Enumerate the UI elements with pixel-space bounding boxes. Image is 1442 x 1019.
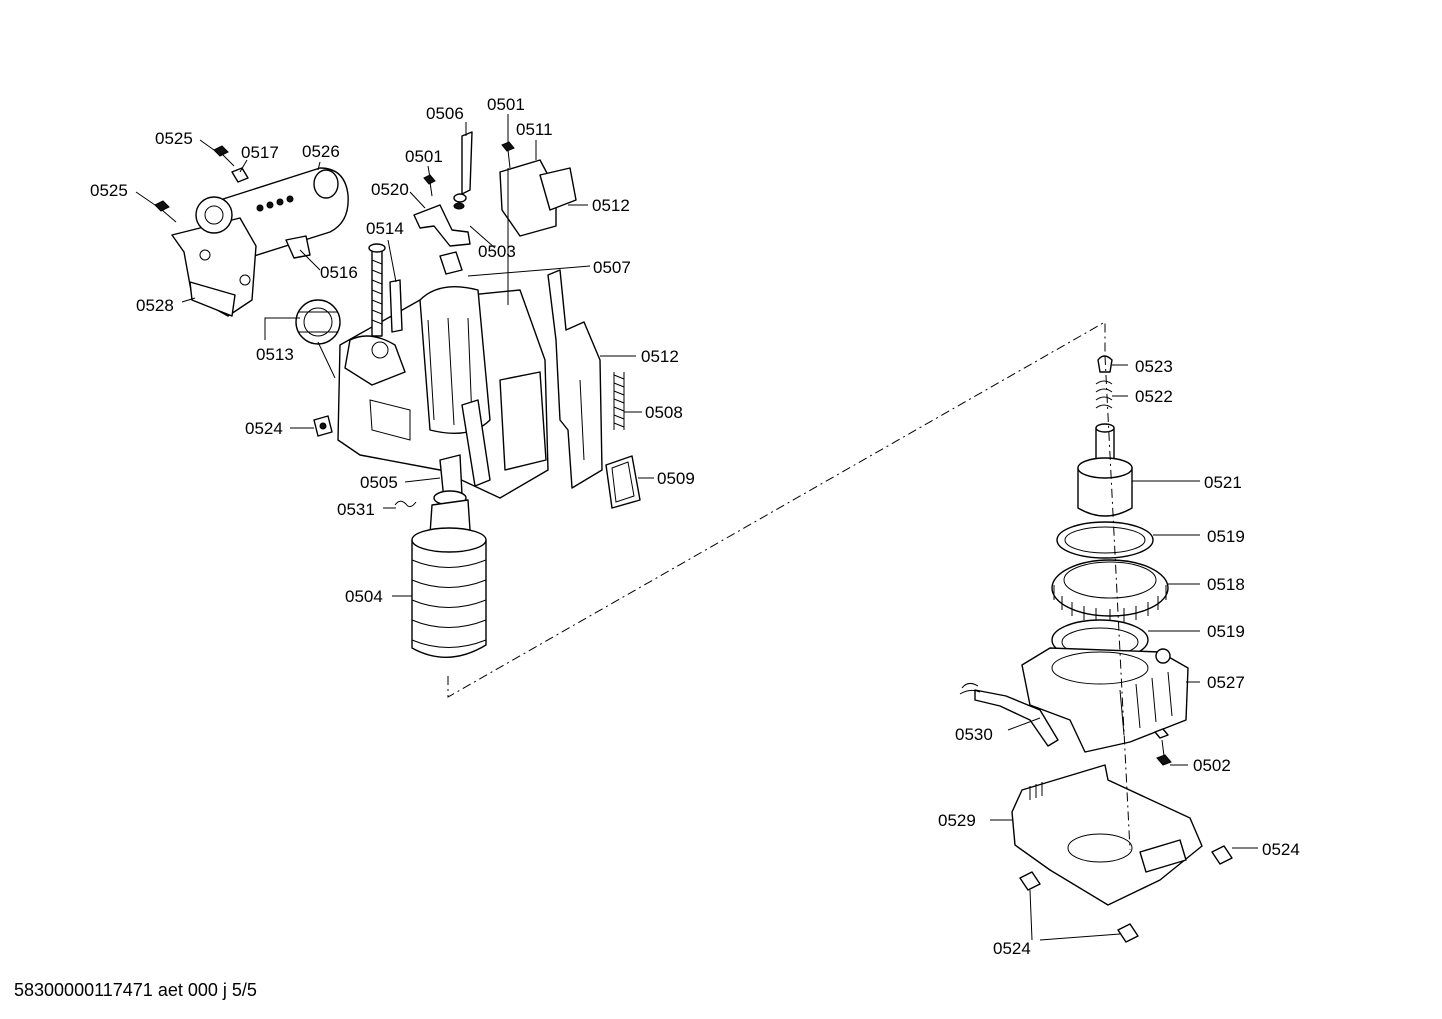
callout-0521: 0521 bbox=[1204, 473, 1242, 492]
callout-0524-bottom: 0524 bbox=[993, 939, 1031, 958]
callout-0523: 0523 bbox=[1135, 357, 1173, 376]
callout-0509: 0509 bbox=[657, 469, 695, 488]
callout-0516: 0516 bbox=[320, 263, 358, 282]
valve-0523-0522-drawing bbox=[1095, 355, 1115, 471]
callout-0506: 0506 bbox=[426, 104, 464, 123]
callout-0501-left: 0501 bbox=[405, 147, 443, 166]
callout-0530: 0530 bbox=[955, 725, 993, 744]
base-0529-drawing bbox=[1011, 764, 1203, 906]
drawing-reference-footer: 58300000117471 aet 000 j 5/5 bbox=[14, 980, 257, 1000]
callout-0524-left: 0524 bbox=[245, 419, 283, 438]
nut-0524-left-drawing bbox=[313, 415, 333, 437]
screws-0525-drawing bbox=[154, 145, 249, 223]
callout-0503: 0503 bbox=[478, 242, 516, 261]
callout-0524-right: 0524 bbox=[1262, 840, 1300, 859]
callout-labels: 0525 0517 0526 0525 0528 0516 0513 0524 … bbox=[90, 95, 1300, 958]
rod-0514-drawing bbox=[368, 243, 403, 337]
callout-0519-upper: 0519 bbox=[1207, 527, 1245, 546]
housing-body-drawing bbox=[337, 285, 549, 499]
spring-0508-drawing bbox=[613, 372, 625, 430]
motor-0526-drawing bbox=[171, 167, 349, 317]
callout-0511: 0511 bbox=[516, 120, 553, 139]
assembly-connection-line bbox=[447, 321, 1106, 698]
callout-0501-right: 0501 bbox=[487, 95, 525, 114]
bellows-0504-drawing bbox=[394, 454, 487, 658]
pin-0506-drawing bbox=[413, 131, 473, 275]
callout-0512-top: 0512 bbox=[592, 196, 630, 215]
frame-0509-drawing bbox=[605, 455, 641, 509]
callout-0531: 0531 bbox=[337, 500, 375, 519]
nuts-0524-right-drawing bbox=[1019, 845, 1233, 943]
ring-0519-upper-drawing bbox=[1056, 521, 1154, 559]
callout-0519-lower: 0519 bbox=[1207, 622, 1245, 641]
callout-0528: 0528 bbox=[136, 296, 174, 315]
callout-0514: 0514 bbox=[366, 219, 404, 238]
gear-ring-0518-drawing bbox=[1051, 559, 1169, 623]
callout-0504: 0504 bbox=[345, 587, 383, 606]
bracket-0512-drawing bbox=[547, 269, 603, 489]
gear-0513-drawing bbox=[295, 299, 341, 345]
callout-0522: 0522 bbox=[1135, 387, 1173, 406]
arm-0530-drawing bbox=[959, 682, 1059, 747]
leader-lines bbox=[135, 114, 1258, 941]
callout-0507: 0507 bbox=[593, 258, 631, 277]
callout-0525-top: 0525 bbox=[155, 129, 193, 148]
callout-0520: 0520 bbox=[371, 180, 409, 199]
cylinder-0521-drawing bbox=[1077, 457, 1133, 517]
shaft-axis-line bbox=[1104, 355, 1131, 851]
callout-0502: 0502 bbox=[1193, 756, 1231, 775]
callout-0513: 0513 bbox=[256, 345, 294, 364]
switch-0511-drawing bbox=[499, 141, 577, 237]
callout-0526: 0526 bbox=[302, 142, 340, 161]
callout-0517: 0517 bbox=[241, 143, 279, 162]
callout-0525-left: 0525 bbox=[90, 181, 128, 200]
callout-0529: 0529 bbox=[938, 811, 976, 830]
callout-0518: 0518 bbox=[1207, 575, 1245, 594]
callout-0505: 0505 bbox=[360, 473, 398, 492]
callout-0527: 0527 bbox=[1207, 673, 1245, 692]
callout-0512-side: 0512 bbox=[641, 347, 679, 366]
callout-0508: 0508 bbox=[645, 403, 683, 422]
screw-0502-drawing bbox=[1154, 728, 1172, 766]
